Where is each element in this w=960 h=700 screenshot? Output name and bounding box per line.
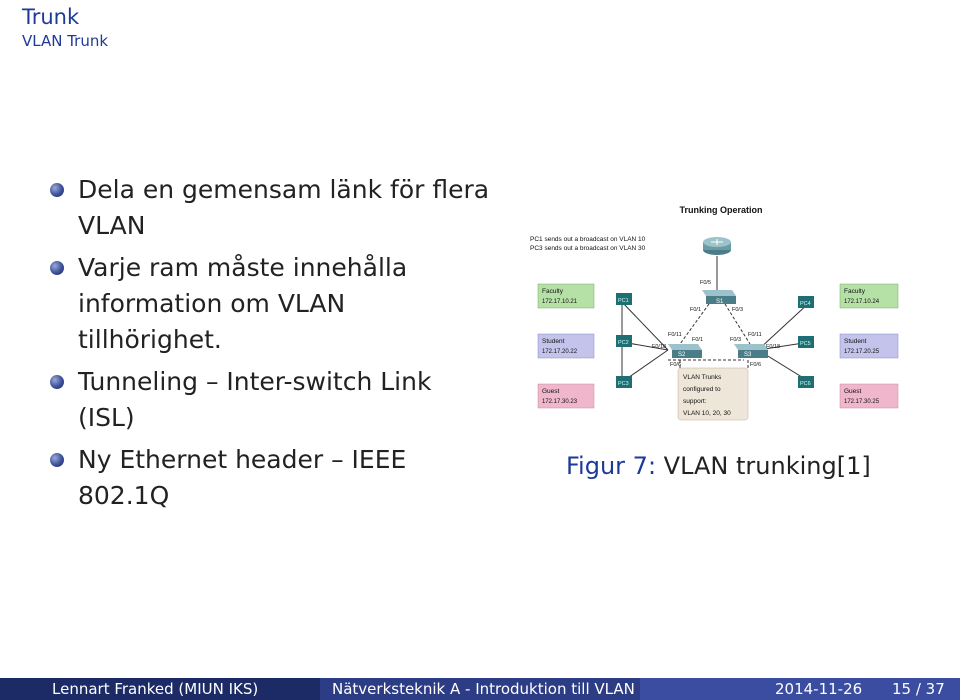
port-label: F0/18 [766, 344, 780, 350]
pc-icon [798, 376, 814, 388]
host-group: Student [542, 338, 565, 345]
port-label: F0/5 [700, 280, 711, 286]
switch-label: S2 [678, 352, 686, 358]
pc-icon [616, 376, 632, 388]
bullet-icon [50, 375, 64, 389]
footer-left: Lennart Franked (MIUN IKS) [0, 678, 320, 700]
host-pc1: Faculty 172.17.10.21 PC1 [537, 283, 632, 309]
bullet-list: Dela en gemensam länk för flera VLAN Var… [50, 172, 490, 520]
switch-s2: S2 [668, 344, 702, 358]
bullet-item: Dela en gemensam länk för flera VLAN [50, 172, 490, 244]
host-group: Guest [844, 388, 862, 395]
diagram-note-line2: PC3 sends out a broadcast on VLAN 30 [530, 245, 646, 252]
trunk-note-line: configured to [683, 386, 721, 393]
pc-icon [616, 293, 632, 305]
trunking-diagram: Trunking Operation PC1 sends out a broad… [530, 205, 899, 421]
pc-icon [798, 336, 814, 348]
port-label: F0/11 [668, 332, 682, 338]
pc-icon [798, 296, 814, 308]
frame-header: Trunk VLAN Trunk [22, 4, 108, 52]
pc-label: PC6 [800, 381, 811, 387]
host-pc3: Guest 172.17.30.23 PC3 [537, 376, 632, 409]
footer-middle: Nätverksteknik A - Introduktion till VLA… [320, 678, 640, 700]
router-icon [703, 237, 731, 255]
trunk-note-line: VLAN Trunks [683, 374, 722, 381]
figure-caption: Figur 7: VLAN trunking[1] [566, 452, 871, 480]
bullet-item: Varje ram måste innehålla information om… [50, 250, 490, 358]
bullet-item: Tunneling – Inter-switch Link (ISL) [50, 364, 490, 436]
port-label: F0/3 [730, 337, 741, 343]
pc-label: PC1 [618, 298, 629, 304]
bullet-text: Varje ram måste innehålla information om… [78, 253, 408, 354]
host-ip: 172.17.20.22 [542, 349, 578, 355]
host-group: Student [844, 338, 867, 345]
host-ip: 172.17.20.25 [844, 349, 880, 355]
footer-author: Lennart Franked (MIUN IKS) [52, 680, 259, 698]
switch-s3: S3 [734, 344, 768, 358]
diagram-links [621, 256, 811, 383]
host-ip: 172.17.30.23 [542, 399, 578, 405]
bullet-icon [50, 261, 64, 275]
bullet-text: Dela en gemensam länk för flera VLAN [78, 175, 490, 240]
trunk-note-line: support: [683, 398, 707, 405]
pc-label: PC2 [618, 340, 629, 346]
host-pc5: PC5 Student 172.17.20.25 [798, 333, 899, 359]
host-ip: 172.17.10.21 [542, 299, 578, 305]
trunk-note-line: VLAN 10, 20, 30 [683, 410, 731, 417]
host-group: Faculty [542, 288, 564, 295]
host-pc6: PC6 Guest 172.17.30.25 [798, 376, 899, 409]
diagram-note-line1: PC1 sends out a broadcast on VLAN 10 [530, 236, 646, 243]
bullet-text: Tunneling – Inter-switch Link (ISL) [78, 367, 432, 432]
footer-date: 2014-11-26 [775, 680, 863, 698]
port-label: F0/6 [750, 362, 761, 368]
port-label: F0/6 [670, 362, 681, 368]
footer-right: 2014-11-26 15 / 37 [640, 678, 960, 700]
footer-bar: Lennart Franked (MIUN IKS) Nätverkstekni… [0, 678, 960, 700]
bullet-icon [50, 453, 64, 467]
host-ip: 172.17.10.24 [844, 299, 880, 305]
trunk-note: VLAN Trunks configured to support: VLAN … [677, 367, 749, 421]
switch-s1: S1 [702, 290, 736, 305]
caption-text: VLAN trunking[1] [663, 452, 871, 480]
host-ip: 172.17.30.25 [844, 399, 880, 405]
host-group: Faculty [844, 288, 866, 295]
bullet-item: Ny Ethernet header – IEEE 802.1Q [50, 442, 490, 514]
port-labels: F0/5 F0/1 F0/3 F0/11 F0/1 F0/18 F0/6 F0/… [652, 280, 780, 368]
host-pc4: PC4 Faculty 172.17.10.24 [798, 283, 899, 309]
host-pc2: Student 172.17.20.22 PC2 [537, 333, 632, 359]
bullet-icon [50, 183, 64, 197]
pc-label: PC3 [618, 381, 629, 387]
caption-label: Figur 7: [566, 452, 657, 480]
diagram-title: Trunking Operation [679, 205, 762, 215]
pc-icon [616, 335, 632, 347]
frame-subtitle: VLAN Trunk [22, 32, 109, 50]
port-label: F0/1 [690, 307, 701, 313]
switch-label: S3 [744, 352, 752, 358]
footer-page: 15 / 37 [892, 680, 945, 698]
pc-label: PC5 [800, 341, 811, 347]
port-label: F0/3 [732, 307, 743, 313]
host-group: Guest [542, 388, 560, 395]
frame-title: Trunk [22, 5, 80, 29]
port-label: F0/18 [652, 344, 666, 350]
switch-label: S1 [716, 299, 724, 305]
port-label: F0/1 [692, 337, 703, 343]
bullet-text: Ny Ethernet header – IEEE 802.1Q [78, 445, 407, 510]
pc-label: PC4 [800, 301, 811, 307]
port-label: F0/11 [748, 332, 762, 338]
footer-course: Nätverksteknik A - Introduktion till VLA… [332, 680, 635, 698]
